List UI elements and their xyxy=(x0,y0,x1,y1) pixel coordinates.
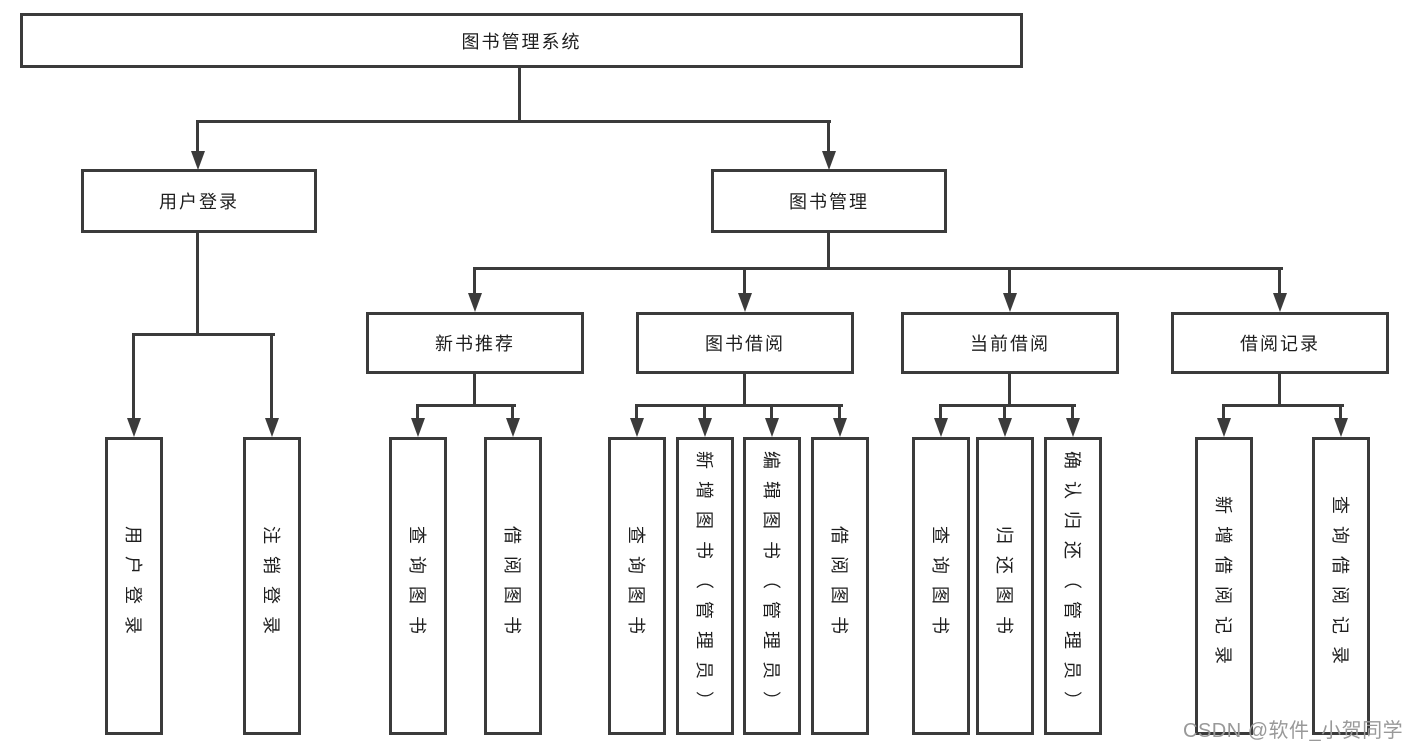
node-current-borrow: 当前借阅 xyxy=(901,312,1119,374)
node-label: 借阅记录 xyxy=(1240,334,1320,354)
connector-drop-bb-query xyxy=(635,404,638,419)
connector-drop-book-borrow xyxy=(743,267,746,295)
arrowhead-rec-borrow xyxy=(506,418,520,437)
csdn-watermark: CSDN @软件_小贺同学 xyxy=(1183,720,1404,742)
node-cb-query-book: 查询图书 xyxy=(912,437,970,735)
connector-root-stem xyxy=(518,68,521,122)
node-label: 查询图书 xyxy=(930,526,950,646)
connector-borrow-record-hbar xyxy=(1222,404,1344,407)
connector-drop-bb-borrow xyxy=(838,404,841,419)
arrowhead-rec-query xyxy=(411,418,425,437)
node-label: 图书借阅 xyxy=(705,334,785,354)
node-new-book-rec: 新书推荐 xyxy=(366,312,584,374)
arrowhead-current-borrow xyxy=(1003,293,1017,312)
connector-drop-rec-query xyxy=(416,404,419,419)
node-rec-query-book: 查询图书 xyxy=(389,437,447,735)
arrowhead-br-add xyxy=(1217,418,1231,437)
node-logout-action: 注销登录 xyxy=(243,437,301,735)
connector-new-book-rec-hbar xyxy=(416,404,516,407)
connector-book-mgmt-stem xyxy=(827,233,830,270)
node-label: 用户登录 xyxy=(159,192,239,212)
node-label: 查询借阅记录 xyxy=(1330,496,1350,676)
connector-drop-new-book-rec xyxy=(473,267,476,295)
node-label: 新书推荐 xyxy=(435,334,515,354)
connector-book-borrow-hbar xyxy=(635,404,843,407)
connector-drop-bb-edit xyxy=(770,404,773,419)
connector-current-borrow-hbar xyxy=(939,404,1076,407)
arrowhead-user-login xyxy=(191,151,205,170)
connector-drop-login-leaf xyxy=(132,333,135,419)
arrowhead-bb-edit xyxy=(765,418,779,437)
node-label: 图书管理 xyxy=(789,192,869,212)
arrowhead-cb-confirm xyxy=(1066,418,1080,437)
connector-l1-hbar xyxy=(196,120,831,123)
node-br-query-record: 查询借阅记录 xyxy=(1312,437,1370,735)
node-label: 查询图书 xyxy=(407,526,427,646)
connector-l2-hbar xyxy=(473,267,1283,270)
connector-user-login-stem xyxy=(196,233,199,336)
connector-new-book-rec-stem xyxy=(473,374,476,406)
node-borrow-record: 借阅记录 xyxy=(1171,312,1389,374)
node-label: 新增图书（管理员） xyxy=(694,451,714,721)
node-book-borrow: 图书借阅 xyxy=(636,312,854,374)
node-bb-edit-book: 编辑图书（管理员） xyxy=(743,437,801,735)
arrowhead-bb-add xyxy=(698,418,712,437)
connector-user-login-hbar xyxy=(132,333,275,336)
connector-book-borrow-stem xyxy=(743,374,746,406)
connector-current-borrow-stem xyxy=(1008,374,1011,406)
connector-borrow-record-stem xyxy=(1278,374,1281,406)
arrowhead-bb-query xyxy=(630,418,644,437)
arrowhead-login-leaf xyxy=(127,418,141,437)
node-user-login: 用户登录 xyxy=(81,169,317,233)
node-label: 确认归还（管理员） xyxy=(1062,451,1082,721)
arrowhead-book-mgmt xyxy=(822,151,836,170)
node-label: 用户登录 xyxy=(123,526,143,646)
arrowhead-logout-leaf xyxy=(265,418,279,437)
arrowhead-book-borrow xyxy=(738,293,752,312)
node-label: 当前借阅 xyxy=(970,334,1050,354)
node-bb-borrow-book: 借阅图书 xyxy=(811,437,869,735)
arrowhead-borrow-record xyxy=(1273,293,1287,312)
arrowhead-new-book-rec xyxy=(468,293,482,312)
node-root-system: 图书管理系统 xyxy=(20,13,1023,68)
connector-drop-br-add xyxy=(1222,404,1225,419)
node-label: 图书管理系统 xyxy=(461,31,582,52)
connector-drop-user-login xyxy=(196,120,199,153)
node-label: 查询图书 xyxy=(626,526,646,646)
connector-drop-current-borrow xyxy=(1008,267,1011,295)
node-label: 借阅图书 xyxy=(502,526,522,646)
node-cb-confirm-return: 确认归还（管理员） xyxy=(1044,437,1102,735)
node-user-login-action: 用户登录 xyxy=(105,437,163,735)
node-label: 借阅图书 xyxy=(829,526,849,646)
arrowhead-bb-borrow xyxy=(833,418,847,437)
connector-drop-cb-query xyxy=(939,404,942,419)
node-label: 新增借阅记录 xyxy=(1213,496,1233,676)
node-cb-return-book: 归还图书 xyxy=(976,437,1034,735)
node-label: 归还图书 xyxy=(994,526,1014,646)
node-rec-borrow-book: 借阅图书 xyxy=(484,437,542,735)
node-label: 编辑图书（管理员） xyxy=(761,451,781,721)
node-bb-query-book: 查询图书 xyxy=(608,437,666,735)
arrowhead-cb-query xyxy=(934,418,948,437)
connector-drop-cb-return xyxy=(1003,404,1006,419)
connector-drop-br-query xyxy=(1339,404,1342,419)
connector-drop-rec-borrow xyxy=(511,404,514,419)
arrowhead-br-query xyxy=(1334,418,1348,437)
arrowhead-cb-return xyxy=(998,418,1012,437)
node-book-mgmt: 图书管理 xyxy=(711,169,947,233)
connector-drop-book-mgmt xyxy=(827,120,830,153)
node-label: 注销登录 xyxy=(261,526,281,646)
connector-drop-bb-add xyxy=(703,404,706,419)
connector-drop-cb-confirm xyxy=(1071,404,1074,419)
connector-drop-borrow-record xyxy=(1278,267,1281,295)
connector-drop-logout-leaf xyxy=(270,333,273,419)
node-bb-add-book: 新增图书（管理员） xyxy=(676,437,734,735)
node-br-add-record: 新增借阅记录 xyxy=(1195,437,1253,735)
